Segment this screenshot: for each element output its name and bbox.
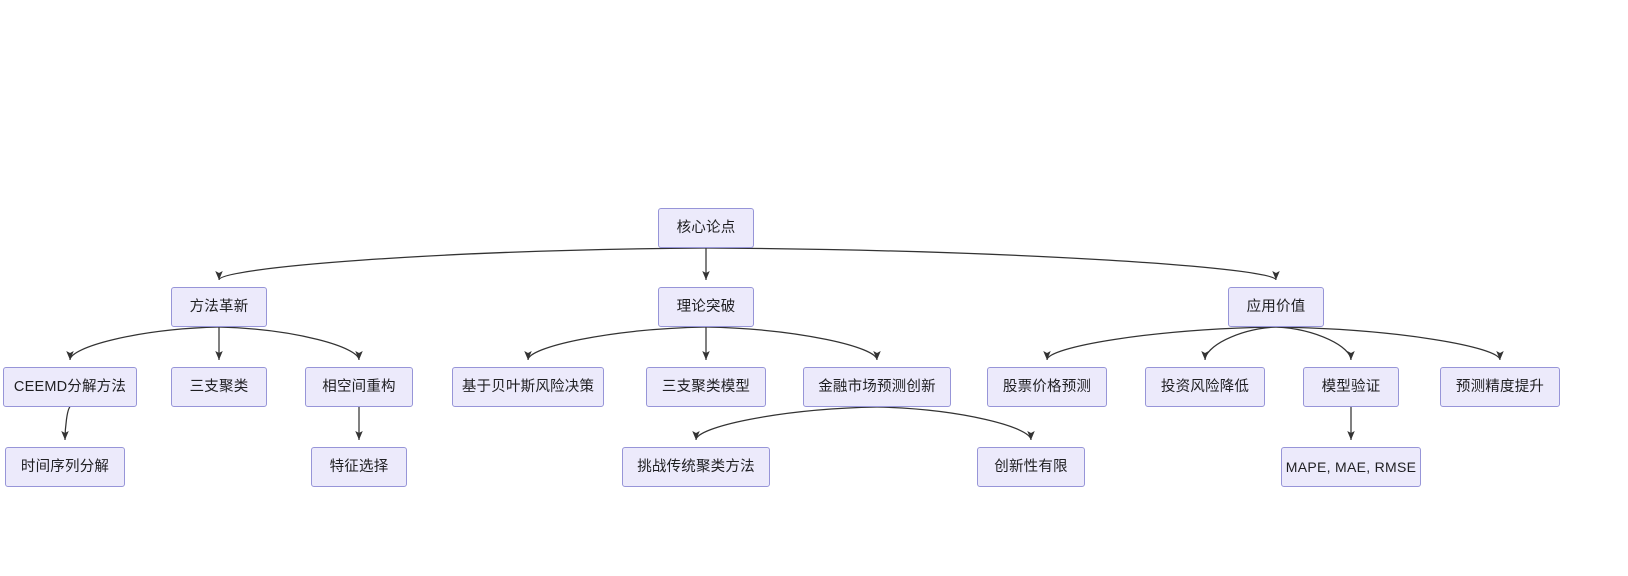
- node-label: 挑战传统聚类方法: [637, 458, 755, 475]
- node-label: 金融市场预测创新: [818, 378, 936, 395]
- node-label: 股票价格预测: [1002, 378, 1092, 395]
- node-label: 特征选择: [329, 458, 389, 475]
- node-label: CEEMD分解方法: [13, 378, 127, 395]
- diagram-node-c9[interactable]: 模型验证: [1303, 367, 1399, 407]
- node-label: 三支聚类模型: [661, 378, 751, 395]
- edge-b3-to-c8: [1201, 326, 1277, 361]
- diagram-node-c3[interactable]: 相空间重构: [305, 367, 413, 407]
- diagram-node-d1[interactable]: 时间序列分解: [5, 447, 125, 487]
- node-label: 核心论点: [676, 219, 736, 236]
- edge-b3-to-c10: [1275, 326, 1504, 361]
- edge-root-to-b3: [705, 247, 1280, 281]
- diagram-node-c4[interactable]: 基于贝叶斯风险决策: [452, 367, 604, 407]
- edge-b3-to-c7: [1043, 326, 1277, 361]
- node-label: 三支聚类: [189, 378, 249, 395]
- diagram-node-b3[interactable]: 应用价值: [1228, 287, 1324, 327]
- diagram-node-c7[interactable]: 股票价格预测: [987, 367, 1107, 407]
- edge-b3-to-c9: [1275, 326, 1355, 361]
- edge-root-to-b1: [215, 247, 707, 281]
- node-label: 基于贝叶斯风险决策: [461, 378, 595, 395]
- edge-b2-to-c6: [705, 326, 881, 361]
- edge-c6-to-d3: [692, 406, 878, 441]
- diagram-node-c8[interactable]: 投资风险降低: [1145, 367, 1265, 407]
- edge-b2-to-c4: [524, 326, 707, 361]
- diagram-node-d2[interactable]: 特征选择: [311, 447, 407, 487]
- node-label: 投资风险降低: [1160, 378, 1250, 395]
- node-label: 应用价值: [1246, 298, 1306, 315]
- diagram-node-c5[interactable]: 三支聚类模型: [646, 367, 766, 407]
- node-label: 相空间重构: [322, 378, 396, 395]
- diagram-node-d4[interactable]: 创新性有限: [977, 447, 1085, 487]
- diagram-node-root[interactable]: 核心论点: [658, 208, 754, 248]
- edge-c1-to-d1: [61, 406, 71, 441]
- node-label: 理论突破: [676, 298, 736, 315]
- node-label: 模型验证: [1321, 378, 1381, 395]
- diagram-node-c10[interactable]: 预测精度提升: [1440, 367, 1560, 407]
- diagram-node-c2[interactable]: 三支聚类: [171, 367, 267, 407]
- node-label: 创新性有限: [994, 458, 1068, 475]
- diagram-node-b2[interactable]: 理论突破: [658, 287, 754, 327]
- edge-b1-to-c3: [218, 326, 363, 361]
- diagram-node-c1[interactable]: CEEMD分解方法: [3, 367, 137, 407]
- diagram-node-c6[interactable]: 金融市场预测创新: [803, 367, 951, 407]
- diagram-node-d3[interactable]: 挑战传统聚类方法: [622, 447, 770, 487]
- node-label: 方法革新: [189, 298, 249, 315]
- diagram-node-b1[interactable]: 方法革新: [171, 287, 267, 327]
- edge-b1-to-c1: [66, 326, 220, 361]
- edge-c6-to-d4: [876, 406, 1035, 441]
- diagram-node-d5[interactable]: MAPE, MAE, RMSE: [1281, 447, 1421, 487]
- node-label: MAPE, MAE, RMSE: [1285, 459, 1417, 475]
- node-label: 预测精度提升: [1455, 378, 1545, 395]
- node-label: 时间序列分解: [20, 458, 110, 475]
